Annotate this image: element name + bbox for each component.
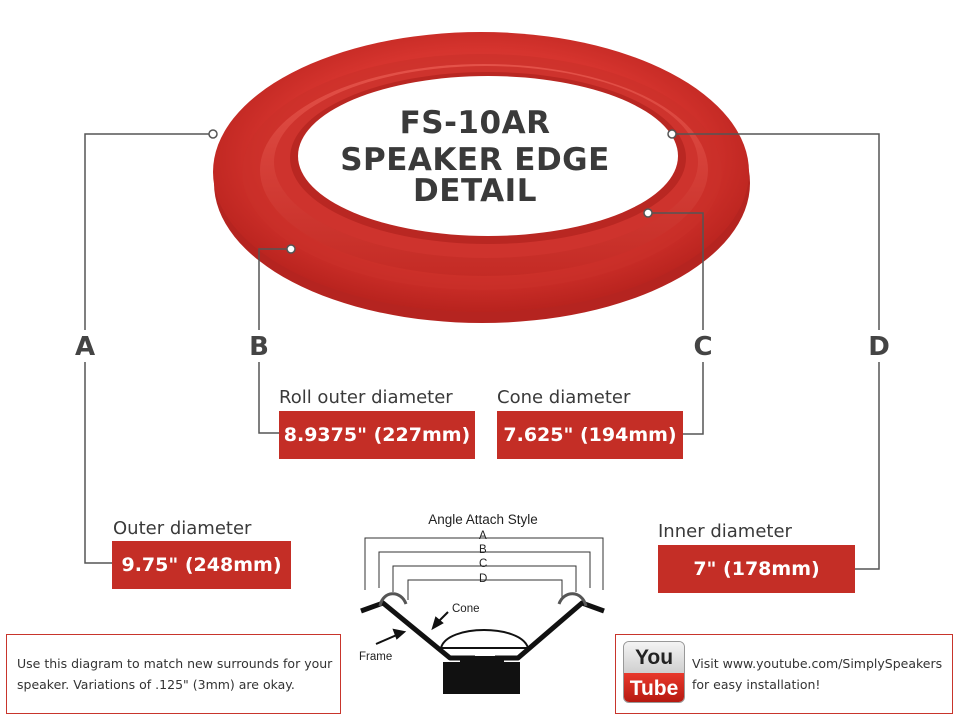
diagram-title-model: FS-10AR [399, 105, 551, 141]
inner-diameter-value: 7" (178mm) [658, 545, 855, 593]
marker-letter-a: A [74, 332, 96, 362]
cone-diameter-value: 7.625" (194mm) [497, 411, 683, 459]
anchor-dot-d [667, 129, 677, 139]
usage-note-line-2: speaker. Variations of .125" (3mm) are o… [17, 677, 295, 692]
attach-level-a: A [479, 530, 487, 542]
cone-label: Cone [452, 603, 480, 615]
anchor-dot-c [643, 208, 653, 218]
attach-style-title: Angle Attach Style [428, 512, 538, 527]
outer-diameter-value: 9.75" (248mm) [112, 541, 291, 589]
surround-ring [213, 32, 750, 323]
attach-level-b: B [479, 544, 487, 556]
attach-level-d: D [479, 573, 488, 585]
outer-diameter-label: Outer diameter [113, 518, 252, 539]
diagram-title-subtitle: SPEAKER EDGE DETAIL [340, 142, 610, 209]
anchor-dot-b [286, 244, 296, 254]
marker-letter-c: C [693, 332, 713, 362]
anchor-dot-a [208, 129, 218, 139]
inner-diameter-label: Inner diameter [658, 521, 792, 542]
cone-diameter-label: Cone diameter [497, 387, 631, 408]
usage-note-box: Use this diagram to match new surrounds … [6, 634, 341, 714]
youtube-logo-icon[interactable]: You Tube [623, 641, 685, 703]
attach-level-c: C [479, 558, 488, 570]
attach-style-diagram [360, 537, 605, 694]
roll-outer-diameter-value: 8.9375" (227mm) [279, 411, 475, 459]
usage-note-line-1: Use this diagram to match new surrounds … [17, 656, 333, 671]
frame-label: Frame [359, 651, 393, 663]
youtube-install-text: for easy installation! [692, 677, 821, 692]
youtube-promo-box: You Tube Visit www.youtube.com/SimplySpe… [615, 634, 953, 714]
marker-letter-b: B [249, 332, 269, 362]
roll-outer-diameter-label: Roll outer diameter [279, 387, 453, 408]
marker-letter-d: D [868, 332, 890, 362]
leader-lines [84, 133, 880, 570]
youtube-visit-link[interactable]: Visit www.youtube.com/SimplySpeakers [692, 656, 943, 671]
